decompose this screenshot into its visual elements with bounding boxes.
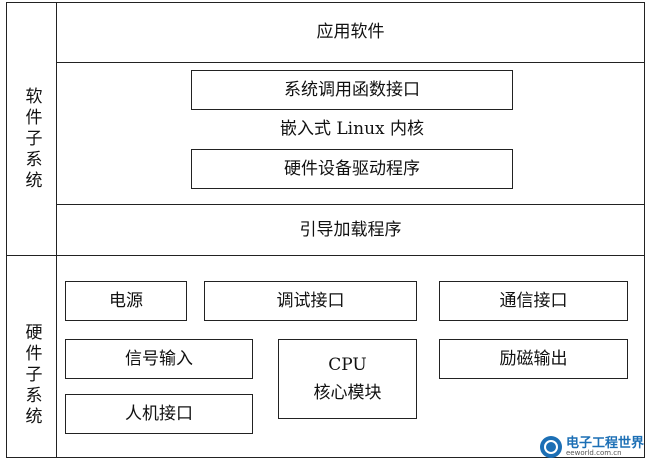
- watermark-title: 电子工程世界: [565, 436, 644, 451]
- application-software-label: 应用软件: [316, 21, 385, 42]
- watermark-text: 电子工程世界 eeworld.com.cn: [566, 437, 644, 457]
- excitation-output-box: 励磁输出: [439, 339, 628, 379]
- hardware-subsystem-label: 硬件子系统: [21, 322, 42, 428]
- human-machine-interface-box: 人机接口: [65, 394, 253, 434]
- cpu-label: CPU: [328, 354, 367, 375]
- divider-subsystems: [6, 255, 645, 256]
- cpu-core-module-box: CPU 核心模块: [278, 339, 417, 419]
- software-subsystem-label: 软件子系统: [21, 86, 42, 192]
- embedded-linux-kernel-label: 嵌入式 Linux 内核: [279, 118, 425, 139]
- watermark-domain: eeworld.com.cn: [565, 449, 622, 457]
- power-box: 电源: [65, 281, 187, 321]
- label-column-divider: [56, 2, 57, 458]
- comm-interface-box: 通信接口: [439, 281, 628, 321]
- debug-interface-box: 调试接口: [204, 281, 417, 321]
- device-driver-box: 硬件设备驱动程序: [191, 149, 513, 189]
- divider-kernel: [56, 204, 645, 205]
- watermark-logo: 电子工程世界 eeworld.com.cn: [539, 436, 644, 458]
- divider-app: [56, 62, 645, 63]
- bootloader-label: 引导加载程序: [299, 219, 402, 240]
- signal-input-box: 信号输入: [65, 339, 253, 379]
- eeworld-logo-icon: [539, 436, 562, 458]
- syscall-interface-box: 系统调用函数接口: [191, 70, 513, 110]
- core-module-label: 核心模块: [313, 383, 382, 403]
